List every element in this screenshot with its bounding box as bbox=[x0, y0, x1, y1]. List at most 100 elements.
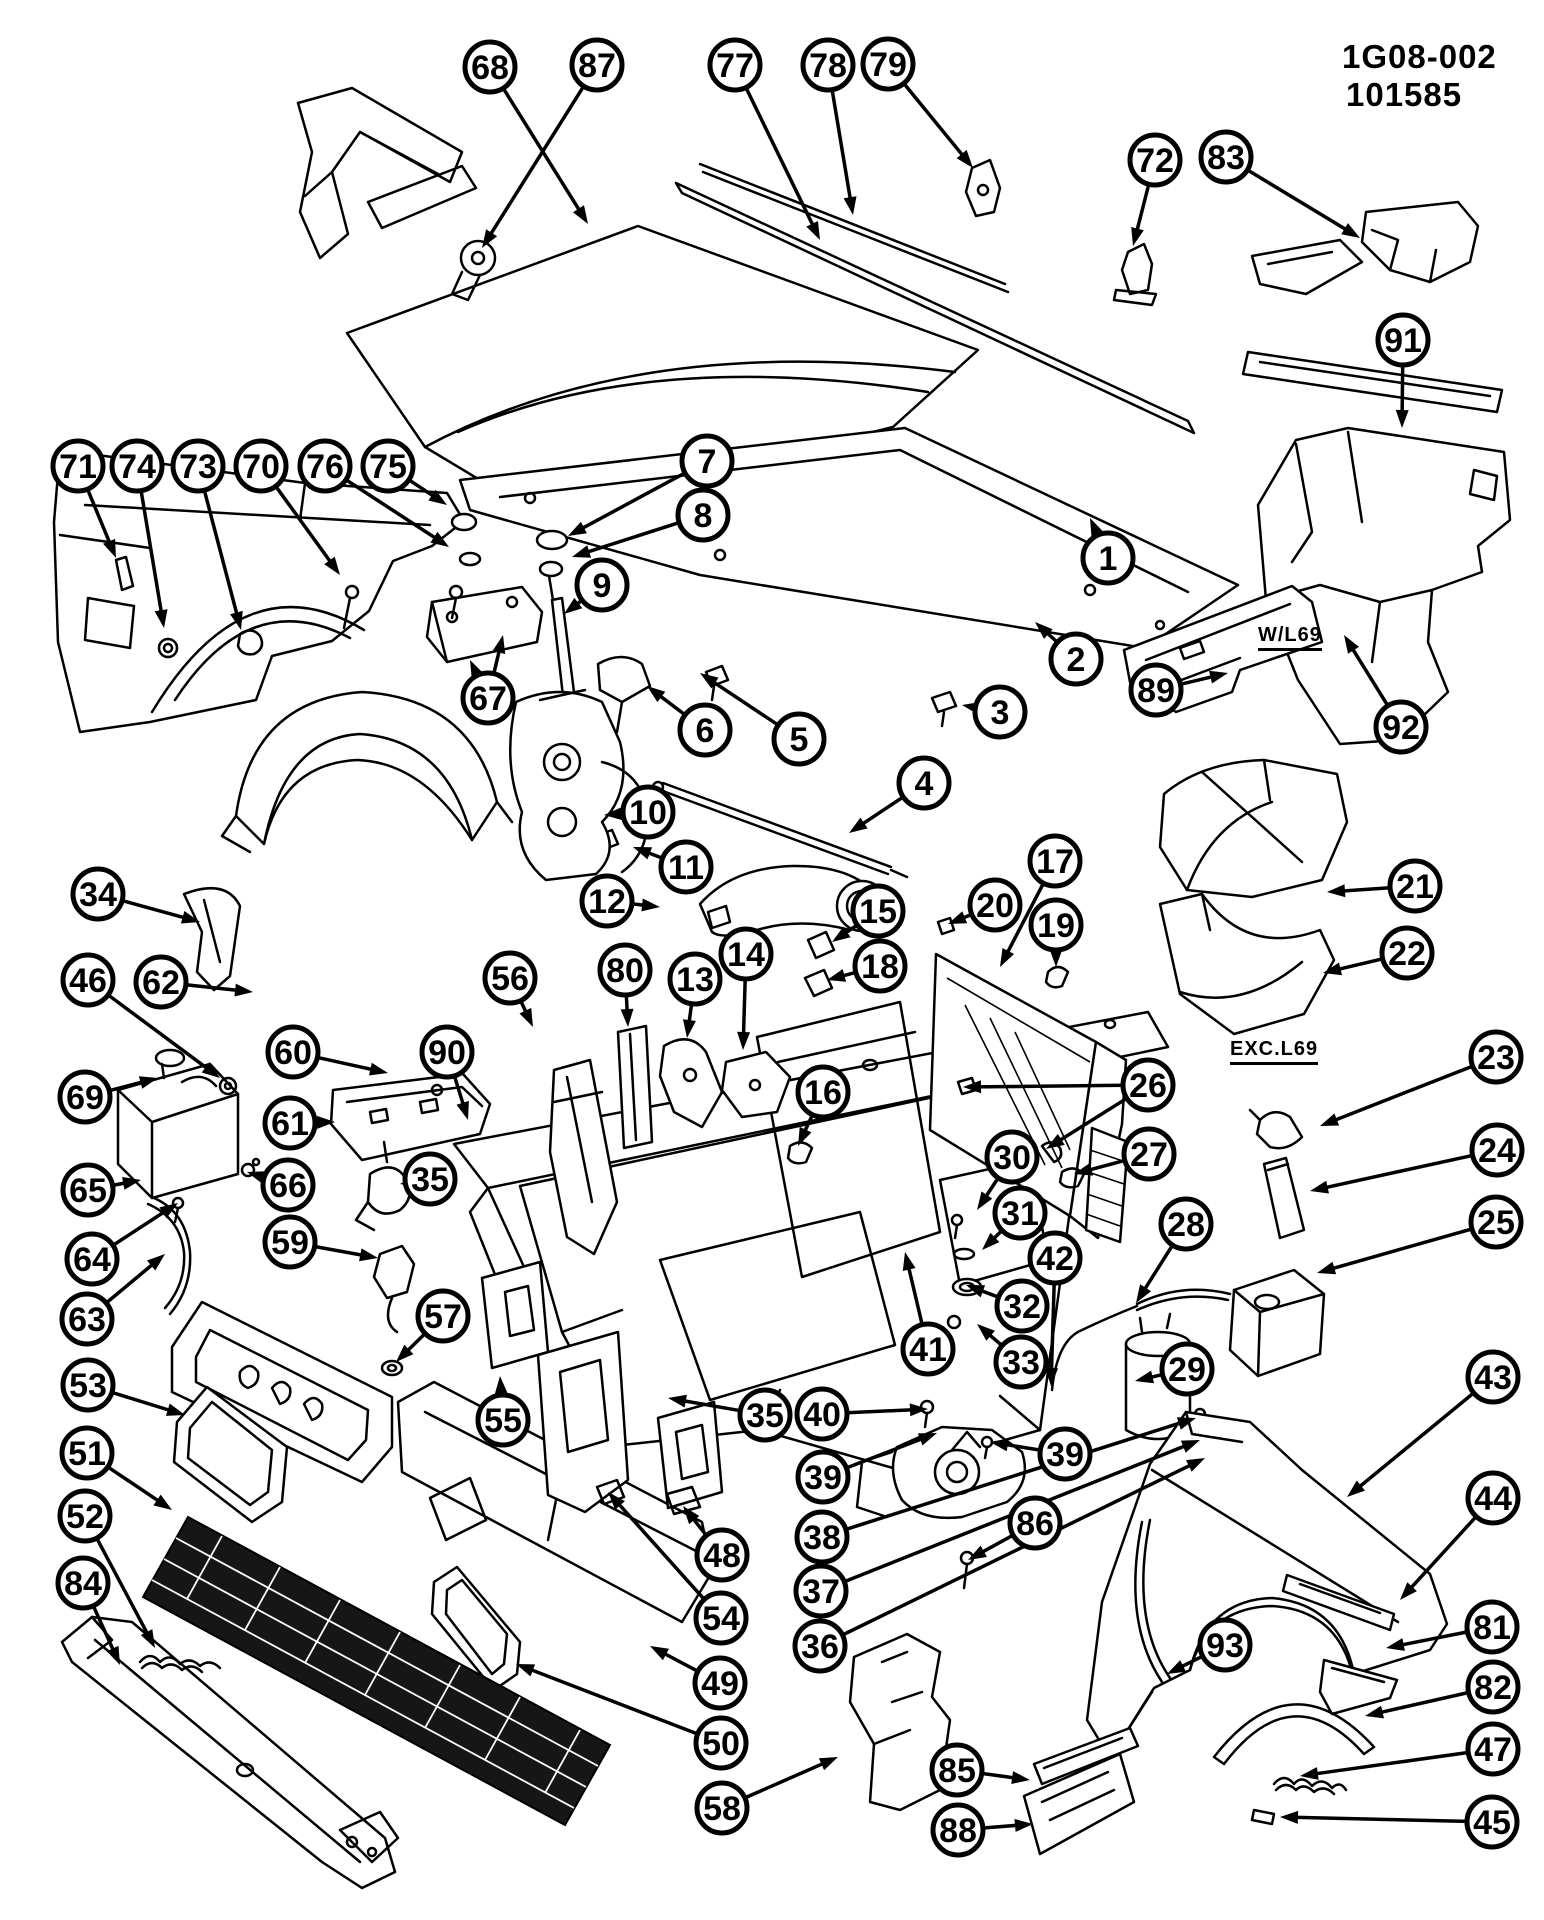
svg-text:53: 53 bbox=[69, 1367, 107, 1405]
callout-22: 22 bbox=[1379, 925, 1435, 981]
svg-text:27: 27 bbox=[1130, 1136, 1168, 1174]
svg-text:57: 57 bbox=[424, 1298, 462, 1336]
callout-85: 85 bbox=[929, 1742, 985, 1798]
callout-76: 76 bbox=[297, 438, 353, 494]
callout-86: 86 bbox=[1007, 1495, 1063, 1551]
svg-text:85: 85 bbox=[938, 1752, 976, 1790]
svg-text:19: 19 bbox=[1037, 907, 1075, 945]
svg-text:44: 44 bbox=[1474, 1480, 1512, 1518]
callout-65: 65 bbox=[60, 1162, 116, 1218]
svg-text:51: 51 bbox=[68, 1435, 106, 1473]
callout-9: 9 bbox=[574, 557, 630, 613]
svg-text:89: 89 bbox=[1137, 672, 1175, 710]
grille-emblem-script bbox=[138, 1654, 222, 1674]
svg-text:35: 35 bbox=[411, 1161, 449, 1199]
stone-deflector bbox=[182, 886, 242, 992]
callout-80: 80 bbox=[597, 942, 653, 998]
callout-83: 83 bbox=[1198, 129, 1254, 185]
svg-text:3: 3 bbox=[991, 694, 1010, 732]
callout-30: 30 bbox=[984, 1129, 1040, 1185]
svg-text:47: 47 bbox=[1474, 1731, 1512, 1769]
callout-42: 42 bbox=[1027, 1230, 1083, 1286]
callout-58: 58 bbox=[694, 1780, 750, 1836]
callout-74: 74 bbox=[109, 438, 165, 494]
callout-40: 40 bbox=[794, 1386, 850, 1442]
svg-text:2: 2 bbox=[1067, 641, 1086, 679]
callout-2: 2 bbox=[1048, 631, 1104, 687]
svg-text:33: 33 bbox=[1002, 1344, 1040, 1382]
svg-text:8: 8 bbox=[694, 497, 713, 535]
svg-text:88: 88 bbox=[939, 1812, 977, 1850]
callout-93: 93 bbox=[1197, 1617, 1253, 1673]
lower-molding bbox=[1318, 1658, 1399, 1716]
callout-71: 71 bbox=[50, 438, 106, 494]
support-plate-a bbox=[480, 1260, 550, 1370]
svg-text:77: 77 bbox=[716, 47, 754, 85]
svg-text:41: 41 bbox=[909, 1331, 947, 1369]
svg-text:31: 31 bbox=[1001, 1195, 1039, 1233]
callout-67: 67 bbox=[460, 670, 516, 726]
svg-text:16: 16 bbox=[804, 1074, 842, 1112]
callout-78: 78 bbox=[800, 37, 856, 93]
svg-text:63: 63 bbox=[68, 1301, 106, 1339]
svg-text:71: 71 bbox=[59, 448, 97, 486]
svg-text:72: 72 bbox=[1136, 142, 1174, 180]
fan-shroud-upper bbox=[1158, 758, 1349, 899]
svg-text:6: 6 bbox=[696, 712, 715, 750]
callout-35: 35 bbox=[402, 1151, 458, 1207]
headlamp-bezel bbox=[172, 1385, 289, 1524]
callout-47: 47 bbox=[1465, 1721, 1521, 1777]
callout-91: 91 bbox=[1375, 312, 1431, 368]
callout-14: 14 bbox=[718, 926, 774, 982]
svg-text:66: 66 bbox=[269, 1167, 307, 1205]
drain-fitting bbox=[1248, 1108, 1304, 1150]
latch-support-assembly bbox=[509, 690, 625, 882]
svg-text:42: 42 bbox=[1036, 1240, 1074, 1278]
svg-text:67: 67 bbox=[469, 680, 507, 718]
callout-73: 73 bbox=[170, 438, 226, 494]
callout-36: 36 bbox=[792, 1618, 848, 1674]
callout-79: 79 bbox=[860, 36, 916, 92]
callout-15: 15 bbox=[850, 883, 906, 939]
callout-12: 12 bbox=[579, 873, 635, 929]
fan-shroud-lower bbox=[1158, 892, 1336, 1036]
svg-text:90: 90 bbox=[428, 1034, 466, 1072]
svg-text:69: 69 bbox=[66, 1079, 104, 1117]
callout-59: 59 bbox=[262, 1214, 318, 1270]
svg-text:61: 61 bbox=[271, 1105, 309, 1143]
hood-hinge bbox=[296, 86, 478, 260]
svg-text:70: 70 bbox=[242, 448, 280, 486]
svg-text:14: 14 bbox=[727, 936, 765, 974]
line-artwork bbox=[52, 86, 1512, 1890]
svg-text:68: 68 bbox=[471, 49, 509, 87]
svg-text:37: 37 bbox=[802, 1573, 840, 1611]
callout-63: 63 bbox=[59, 1291, 115, 1347]
callout-7: 7 bbox=[679, 433, 735, 489]
svg-text:12: 12 bbox=[588, 883, 626, 921]
louver-panel bbox=[1022, 1752, 1136, 1856]
svg-text:25: 25 bbox=[1477, 1204, 1515, 1242]
callout-69: 69 bbox=[57, 1069, 113, 1125]
svg-text:55: 55 bbox=[484, 1402, 522, 1440]
svg-text:39: 39 bbox=[804, 1459, 842, 1497]
svg-text:34: 34 bbox=[79, 876, 117, 914]
svg-text:45: 45 bbox=[1473, 1804, 1511, 1842]
callout-53: 53 bbox=[60, 1357, 116, 1413]
svg-text:84: 84 bbox=[64, 1565, 102, 1603]
hood-rear-molding bbox=[674, 162, 1196, 435]
callout-1: 1 bbox=[1080, 530, 1136, 586]
svg-text:81: 81 bbox=[1473, 1609, 1511, 1647]
support-plate-b bbox=[536, 1330, 630, 1514]
callout-88: 88 bbox=[930, 1802, 986, 1858]
callout-17: 17 bbox=[1027, 833, 1083, 889]
callout-31: 31 bbox=[992, 1185, 1048, 1241]
center-brace-strip bbox=[616, 1024, 654, 1150]
wheel-opening-molding bbox=[1212, 1703, 1376, 1766]
callout-62: 62 bbox=[133, 954, 189, 1010]
callout-21: 21 bbox=[1387, 858, 1443, 914]
svg-text:17: 17 bbox=[1036, 843, 1074, 881]
svg-text:28: 28 bbox=[1167, 1206, 1205, 1244]
